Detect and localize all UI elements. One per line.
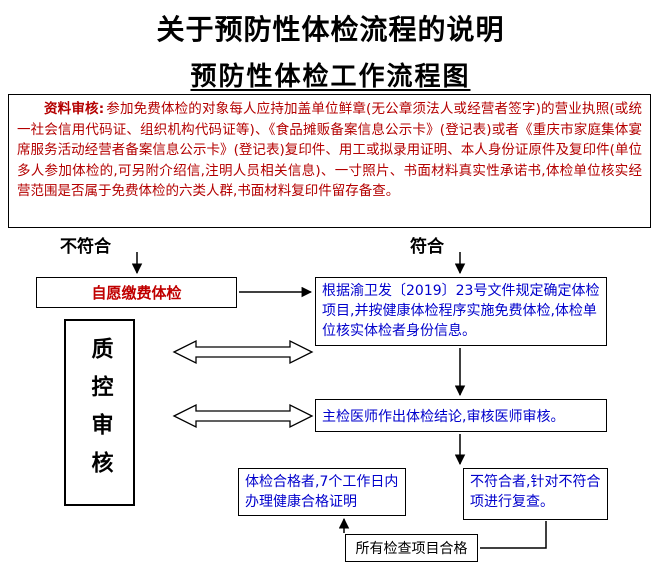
connector-unqualified-to-allpass <box>480 521 547 549</box>
double-arrow-qc-bottom <box>172 403 314 429</box>
label-conform: 符合 <box>410 237 444 257</box>
qc-audit-text: 质控审核 <box>87 336 113 489</box>
review-body: 参加免费体检的对象每人应持加盖单位鲜章(无公章须法人或经营者签字)的营业执照(或… <box>17 101 642 199</box>
node-qc-audit: 质控审核 <box>64 319 135 506</box>
double-arrow-qc-top <box>172 339 314 365</box>
document-review-box: 资料审核:参加免费体检的对象每人应持加盖单位鲜章(无公章须法人或经营者签字)的营… <box>8 94 651 228</box>
page-title: 关于预防性体检流程的说明 <box>156 13 505 46</box>
node-all-pass: 所有检查项目合格 <box>345 534 478 562</box>
review-label: 资料审核: <box>44 101 105 117</box>
label-not-conform: 不符合 <box>60 237 111 257</box>
node-determine-items: 根据渝卫发〔2019〕23号文件规定确定体检项目,并按健康体检程序实施免费体检,… <box>315 277 607 346</box>
node-conclusion: 主检医师作出体检结论,审核医师审核。 <box>315 399 607 432</box>
node-qualified: 体检合格者,7个工作日内办理健康合格证明 <box>238 468 406 516</box>
node-self-paid-exam: 自愿缴费体检 <box>36 277 237 308</box>
node-unqualified: 不符合者,针对不符合项进行复查。 <box>463 468 608 520</box>
flowchart-title: 预防性体检工作流程图 <box>190 62 471 92</box>
